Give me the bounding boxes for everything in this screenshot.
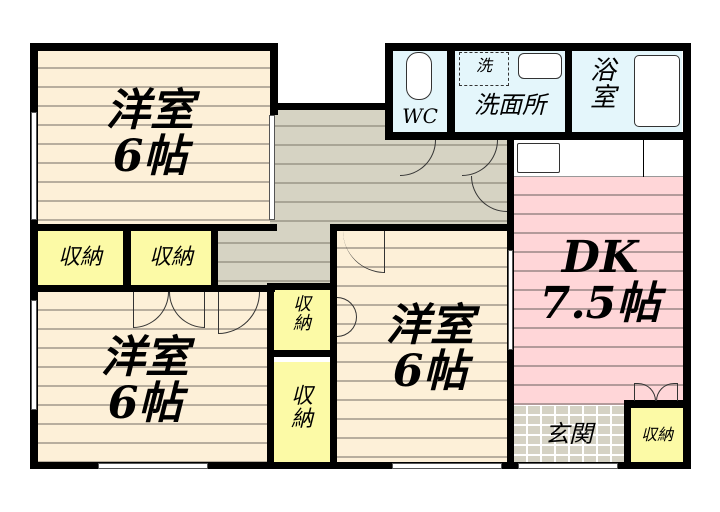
entrance xyxy=(514,406,624,464)
room-size: 6帖 xyxy=(392,346,468,398)
room-size: 7.5帖 xyxy=(539,278,661,330)
room-label-dk: DK 7.5帖 xyxy=(525,232,675,330)
room-type: 洋室 xyxy=(106,85,194,136)
wall xyxy=(330,224,514,231)
sink-icon xyxy=(518,53,562,79)
washing-machine-icon xyxy=(459,52,509,86)
wall xyxy=(270,103,392,110)
window xyxy=(31,300,37,410)
wall xyxy=(270,43,278,115)
wall xyxy=(683,43,691,468)
room-type: 洋室 xyxy=(386,300,474,351)
window xyxy=(31,112,37,220)
room-size: 6帖 xyxy=(107,378,183,430)
entrance-label: 玄関 xyxy=(545,420,593,448)
storage-label-line: 納 xyxy=(293,312,311,334)
storage-4 xyxy=(274,362,330,462)
wall xyxy=(267,350,337,357)
wall xyxy=(30,43,277,51)
dining-kitchen xyxy=(514,177,684,405)
stove-icon xyxy=(517,143,560,173)
room-label-bottom-left: 洋室 6帖 xyxy=(75,332,215,430)
wall xyxy=(624,400,691,408)
bathtub-icon xyxy=(634,55,680,127)
window xyxy=(518,463,618,469)
counter-divider xyxy=(643,140,644,177)
window xyxy=(98,463,208,469)
bathroom-label: 浴 室 xyxy=(578,56,628,114)
storage-entrance-label: 収納 xyxy=(640,425,673,444)
toilet-bowl-icon xyxy=(406,52,432,100)
storage-2 xyxy=(131,231,211,286)
wall xyxy=(123,224,131,286)
wall xyxy=(330,224,337,468)
storage-entrance xyxy=(630,408,684,463)
wall xyxy=(30,43,38,468)
window xyxy=(508,250,513,350)
hallway-lower xyxy=(210,225,335,285)
window xyxy=(392,463,502,469)
room-type: 洋室 xyxy=(101,332,189,383)
wall xyxy=(624,402,631,468)
wall xyxy=(385,132,690,140)
room-size: 6帖 xyxy=(112,131,188,183)
storage-4-label: 収 納 xyxy=(274,385,330,431)
wall xyxy=(447,43,455,140)
wall xyxy=(30,285,275,292)
wall xyxy=(30,224,277,231)
bathroom-label-line: 室 xyxy=(589,83,616,114)
storage-label-line: 収 xyxy=(290,384,313,409)
storage-label-line: 納 xyxy=(290,407,313,433)
storage-label-line: 収 xyxy=(293,294,311,315)
room-label-top-left: 洋室 6帖 xyxy=(80,85,220,183)
kitchen-counter xyxy=(514,140,684,177)
storage-3 xyxy=(274,290,330,350)
western-room-top-left xyxy=(37,50,270,225)
wall xyxy=(30,462,691,469)
storage-1-label: 収納 xyxy=(57,245,102,270)
washroom-label: 洗面所 xyxy=(474,91,546,119)
western-room-center xyxy=(336,230,508,462)
wall xyxy=(385,43,690,51)
wall xyxy=(267,283,337,290)
storage-3-label: 収 納 xyxy=(274,294,330,334)
storage-2-label: 収納 xyxy=(148,245,193,270)
wall xyxy=(211,224,218,286)
room-type: DK xyxy=(561,232,639,283)
wall xyxy=(565,43,572,140)
storage-1 xyxy=(37,231,123,286)
wall xyxy=(267,283,274,468)
room-label-center: 洋室 6帖 xyxy=(360,300,500,398)
toilet-label: WC xyxy=(402,104,438,128)
window xyxy=(269,115,275,220)
wall xyxy=(385,43,393,140)
bathroom-label-line: 浴 xyxy=(589,56,616,86)
washer-label: 洗 xyxy=(475,56,492,75)
